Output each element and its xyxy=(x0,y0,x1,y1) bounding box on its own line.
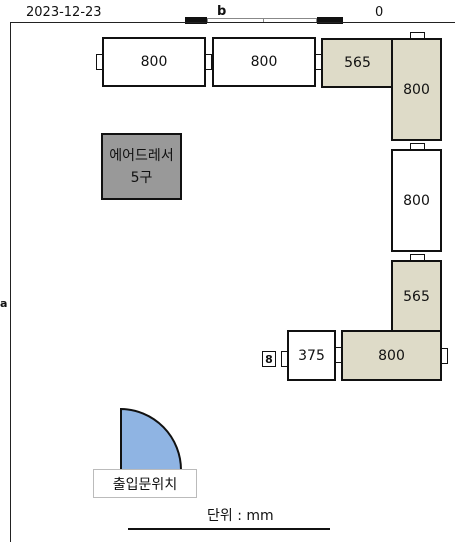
cabinet-right-2[interactable]: 800 xyxy=(391,149,442,252)
entrance-label: 출입문위치 xyxy=(93,469,197,498)
cabinet-right-3-label: 565 xyxy=(403,288,430,305)
cabinet-top-3[interactable]: 565 xyxy=(321,38,394,88)
entrance-label-text: 출입문위치 xyxy=(112,476,178,493)
cabinet-right-1[interactable]: 800 xyxy=(391,38,442,141)
door-swing-icon xyxy=(120,407,182,471)
airdresser-line1: 에어드레서 xyxy=(109,147,174,164)
cabinet-top-3-label: 565 xyxy=(344,55,371,71)
bottom-wall-segment xyxy=(128,528,330,532)
cabinet-top-2[interactable]: 800 xyxy=(212,37,316,87)
date-label: 2023-12-23 xyxy=(26,5,102,20)
cabinet-bottom-1-label: 375 xyxy=(298,347,325,364)
cabinet-right-3[interactable]: 565 xyxy=(391,260,442,333)
airdresser-line2: 5구 xyxy=(130,169,153,186)
cabinet-bottom-2-label: 800 xyxy=(378,347,405,364)
cabinet-handle xyxy=(441,348,448,364)
window-left-post xyxy=(185,17,207,24)
cabinet-bottom-2[interactable]: 800 xyxy=(341,330,442,381)
airdresser[interactable]: 에어드레서 5구 xyxy=(101,133,182,200)
small-marker-box: 8 xyxy=(262,351,276,367)
small-marker-label: 8 xyxy=(265,352,273,366)
room-outline xyxy=(10,22,455,542)
side-label: a xyxy=(0,297,8,310)
width-label: b xyxy=(217,4,227,19)
window-right-post xyxy=(317,17,343,24)
cabinet-bottom-1[interactable]: 375 xyxy=(287,330,336,381)
cabinet-right-2-label: 800 xyxy=(403,192,430,209)
cabinet-top-2-label: 800 xyxy=(250,54,278,70)
cabinet-top-1[interactable]: 800 xyxy=(102,37,206,87)
cabinet-right-1-label: 800 xyxy=(403,81,430,98)
unit-label: 단위 : mm xyxy=(207,508,274,524)
right-value-label: 0 xyxy=(375,5,384,20)
cabinet-handle xyxy=(205,54,212,70)
cabinet-top-1-label: 800 xyxy=(140,54,168,70)
